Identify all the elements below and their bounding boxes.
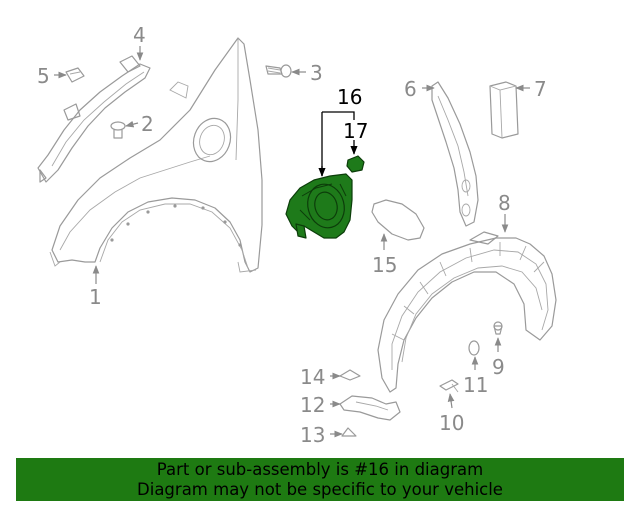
callout-6: 6 [404, 77, 417, 101]
bolt-part-3 [265, 64, 292, 78]
fuel-filler-housing-part-16 [285, 173, 353, 239]
callout-16: 16 [337, 85, 362, 109]
clip-part-13 [341, 427, 357, 437]
bolt-part-2 [110, 121, 126, 139]
bracket-part-12 [339, 395, 401, 421]
callout-4: 4 [133, 23, 146, 47]
bracket-part-4 [37, 55, 151, 183]
clip-part-9 [493, 321, 503, 335]
callout-7: 7 [534, 77, 547, 101]
clip-part-5 [65, 67, 85, 83]
callout-13: 13 [300, 423, 325, 447]
callout-12: 12 [300, 393, 325, 417]
pad-part-7 [489, 81, 519, 139]
clip-part-17 [346, 155, 365, 173]
callout-14: 14 [300, 365, 325, 389]
pillar-trim-part-6 [431, 81, 479, 227]
fender-part [49, 37, 263, 273]
callout-8: 8 [498, 191, 511, 215]
callout-3: 3 [310, 61, 323, 85]
callout-5: 5 [37, 64, 50, 88]
callout-9: 9 [492, 355, 505, 379]
callout-10: 10 [439, 411, 464, 435]
leader-lines [54, 46, 530, 438]
info-banner: Part or sub-assembly is #16 in diagram D… [16, 458, 624, 501]
clip-part-14 [339, 369, 361, 381]
banner-line-2: Diagram may not be specific to your vehi… [137, 480, 503, 499]
screw-part-10 [439, 379, 459, 393]
callout-17: 17 [343, 119, 368, 143]
callout-15: 15 [372, 253, 397, 277]
fuel-door-part-15 [371, 199, 425, 241]
banner-line-1: Part or sub-assembly is #16 in diagram [156, 460, 484, 479]
callout-labels: 1 2 3 4 5 6 7 8 9 10 11 12 13 14 15 16 1… [37, 23, 547, 447]
callout-1: 1 [89, 285, 102, 309]
callout-2: 2 [141, 112, 154, 136]
callout-11: 11 [463, 373, 488, 397]
clip-part-11 [468, 340, 480, 356]
wheel-liner-part-8 [377, 231, 557, 393]
